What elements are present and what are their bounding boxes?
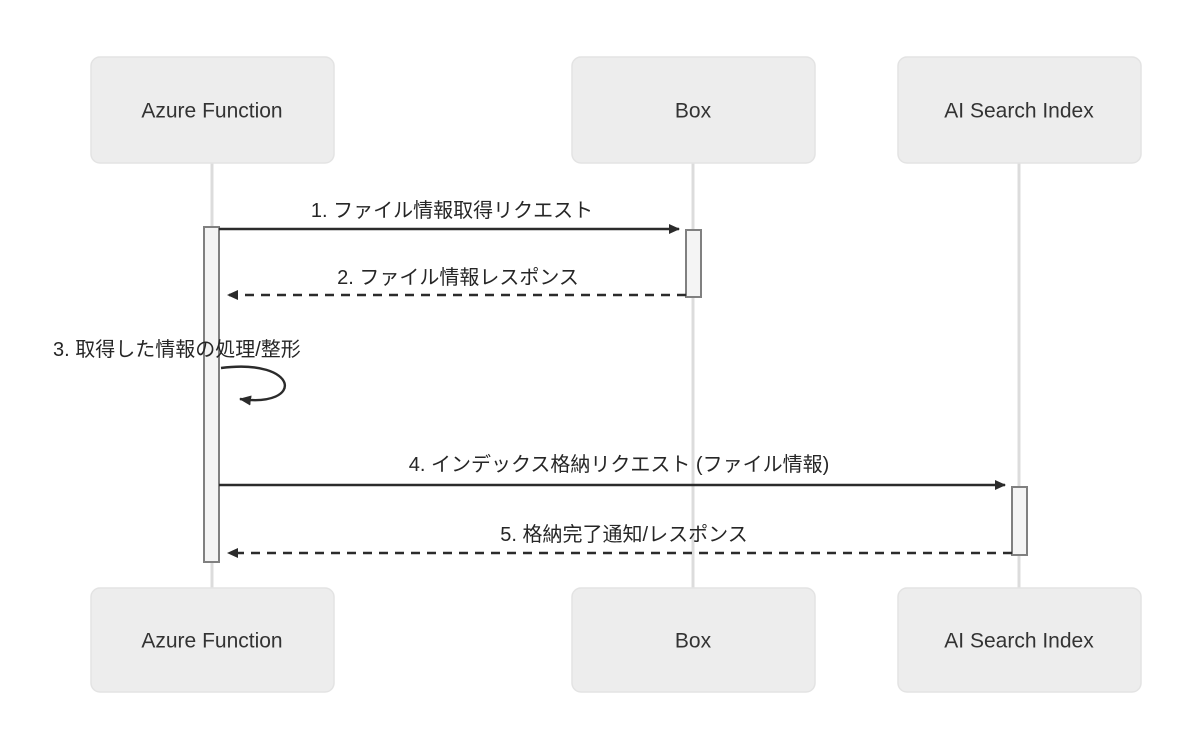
activation-bars-group: [203, 226, 1028, 563]
message-5-label: 5. 格納完了通知/レスポンス: [500, 523, 747, 546]
participant-box-bottom-ai-search-index[interactable]: [897, 587, 1142, 693]
participant-box-box[interactable]: [571, 56, 816, 164]
participant-header-box[interactable]: Box: [571, 56, 816, 164]
activation-bar-ai-search-index: [1011, 486, 1028, 556]
participant-box-azure-function[interactable]: [90, 56, 335, 164]
participant-header-ai-search-index[interactable]: AI Search Index: [897, 56, 1142, 164]
activation-bar-azure-function: [203, 226, 220, 563]
message-4[interactable]: 4. インデックス格納リクエスト (ファイル情報): [219, 453, 1006, 490]
participant-box-bottom-box[interactable]: [571, 587, 816, 693]
participant-label-bottom-ai-search-index: AI Search Index: [944, 630, 1094, 653]
participant-label-azure-function: Azure Function: [141, 100, 282, 123]
message-3-self-loop-arrow[interactable]: [220, 365, 286, 406]
participant-box-bottom-azure-function[interactable]: [90, 587, 335, 693]
message-2-label: 2. ファイル情報レスポンス: [337, 266, 579, 289]
message-2[interactable]: 2. ファイル情報レスポンス: [227, 266, 686, 300]
message-5[interactable]: 5. 格納完了通知/レスポンス: [227, 523, 1012, 558]
message-1[interactable]: 1. ファイル情報取得リクエスト: [219, 199, 680, 234]
message-3[interactable]: 3. 取得した情報の処理/整形: [53, 338, 301, 406]
participant-footer-azure-function[interactable]: Azure Function: [90, 587, 335, 693]
participant-footer-ai-search-index[interactable]: AI Search Index: [897, 587, 1142, 693]
participant-label-box: Box: [675, 100, 712, 123]
activation-bar-box: [685, 229, 702, 298]
message-4-label: 4. インデックス格納リクエスト (ファイル情報): [409, 453, 830, 476]
participant-label-bottom-azure-function: Azure Function: [141, 630, 282, 653]
participant-label-bottom-box: Box: [675, 630, 712, 653]
participant-header-azure-function[interactable]: Azure Function: [90, 56, 335, 164]
participant-box-ai-search-index[interactable]: [897, 56, 1142, 164]
message-1-label: 1. ファイル情報取得リクエスト: [311, 199, 593, 222]
participant-footer-box[interactable]: Box: [571, 587, 816, 693]
message-3-label: 3. 取得した情報の処理/整形: [53, 338, 301, 361]
participant-label-ai-search-index: AI Search Index: [944, 100, 1094, 123]
